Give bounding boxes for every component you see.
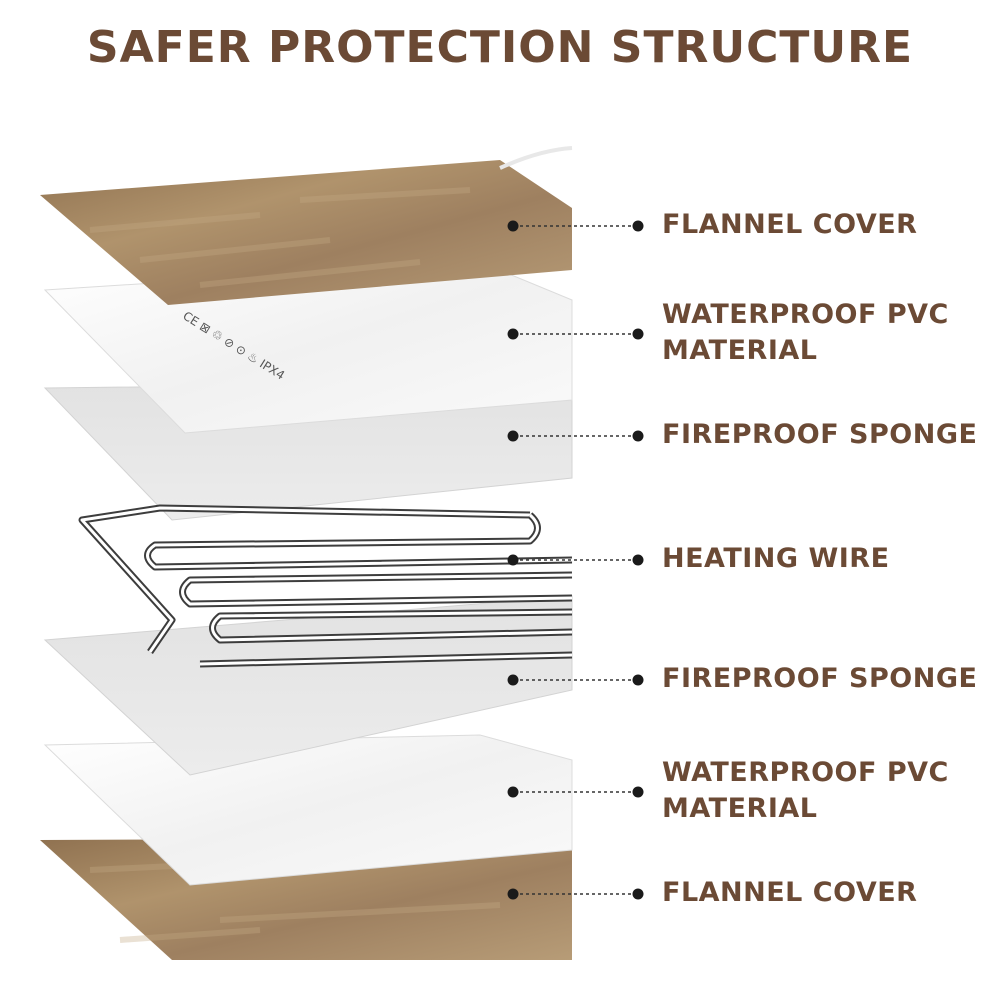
leader-start-dot-6 (507, 888, 519, 900)
layer-label-line: FLANNEL COVER (662, 209, 918, 240)
layer-label-1: WATERPROOF PVC MATERIAL (662, 297, 949, 369)
page-title: SAFER PROTECTION STRUCTURE (86, 22, 914, 73)
pvc-sheet-5 (43, 734, 573, 886)
layer-label-0: FLANNEL COVER (662, 207, 917, 243)
layer-label-line: MATERIAL (662, 335, 818, 366)
layer-label-4: FIREPROOF SPONGE (662, 661, 977, 697)
layer-label-5: WATERPROOF PVC MATERIAL (662, 755, 949, 827)
heating-wire-loop-core-2 (211, 610, 573, 642)
flannel-texture-0 (89, 212, 261, 233)
leader-start-dot-3 (507, 554, 519, 566)
layer-label-2: FIREPROOF SPONGE (662, 417, 977, 453)
leader-end-dot-0 (632, 220, 644, 232)
leader-start-dot-2 (507, 430, 519, 442)
layer-label-line: MATERIAL (662, 793, 818, 824)
heating-wire-loop-core-0 (146, 513, 573, 569)
heating-wire-inner (80, 506, 531, 653)
leader-start-dot-1 (507, 328, 519, 340)
leader-end-dot-2 (632, 430, 644, 442)
layer-label-line: FLANNEL COVER (662, 877, 918, 908)
layer-label-3: HEATING WIRE (662, 541, 890, 577)
layer-label-line: FIREPROOF SPONGE (662, 419, 978, 450)
leader-start-dot-5 (507, 786, 519, 798)
flannel-sheet-0 (40, 160, 572, 305)
layer-label-6: FLANNEL COVER (662, 875, 917, 911)
leader-start-dot-0 (507, 220, 519, 232)
power-cable (499, 146, 573, 170)
flannel-texture-b-2 (119, 927, 261, 943)
leader-end-dot-1 (632, 328, 644, 340)
leader-end-dot-3 (632, 554, 644, 566)
leader-end-dot-5 (632, 786, 644, 798)
layer-label-line: HEATING WIRE (662, 543, 890, 574)
leader-end-dot-4 (632, 674, 644, 686)
flannel-texture-b-1 (219, 902, 501, 923)
flannel-texture-2 (299, 187, 471, 203)
layer-label-line: WATERPROOF PVC (662, 757, 949, 788)
flannel-texture-1 (139, 237, 331, 263)
leader-end-dot-6 (632, 888, 644, 900)
leader-start-dot-4 (507, 674, 519, 686)
heating-wire-loop-core-3 (199, 653, 573, 666)
layer-label-line: WATERPROOF PVC (662, 299, 949, 330)
layer-label-line: FIREPROOF SPONGE (662, 663, 978, 694)
heating-wire-loop-core-1 (181, 573, 573, 606)
flannel-texture-3 (199, 259, 421, 288)
